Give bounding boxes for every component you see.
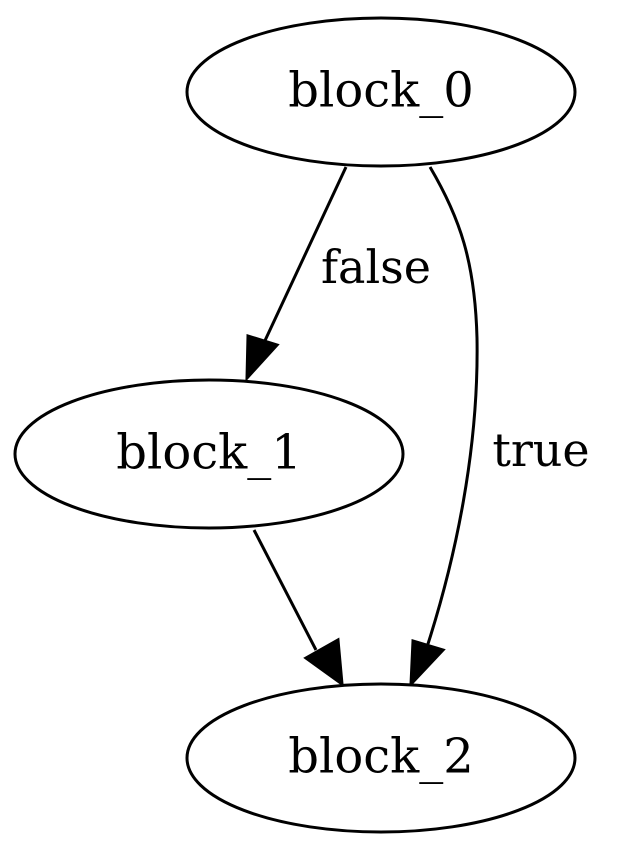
edge-label-false: false [321, 240, 431, 294]
node-label: block_2 [288, 729, 473, 785]
node-ellipse [185, 682, 577, 834]
node-ellipse [185, 16, 577, 168]
edge-block-0-to-block-1: false [245, 166, 431, 382]
node-label: block_0 [288, 63, 473, 119]
edge-label-true: true [492, 423, 589, 477]
node-block-0: block_0 [185, 16, 577, 168]
node-block-2: block_2 [185, 682, 577, 834]
edge-line [252, 529, 318, 651]
arrowhead-icon [303, 637, 344, 688]
node-block-1: block_1 [13, 378, 405, 530]
node-label: block_1 [116, 425, 301, 481]
edge-line [260, 166, 348, 348]
node-ellipse [13, 378, 405, 530]
arrowhead-icon [245, 333, 280, 382]
edge-block-0-to-block-2: true [409, 166, 590, 688]
arrowhead-icon [409, 639, 446, 688]
edge-line [425, 166, 479, 648]
edge-block-1-to-block-2 [252, 529, 344, 688]
